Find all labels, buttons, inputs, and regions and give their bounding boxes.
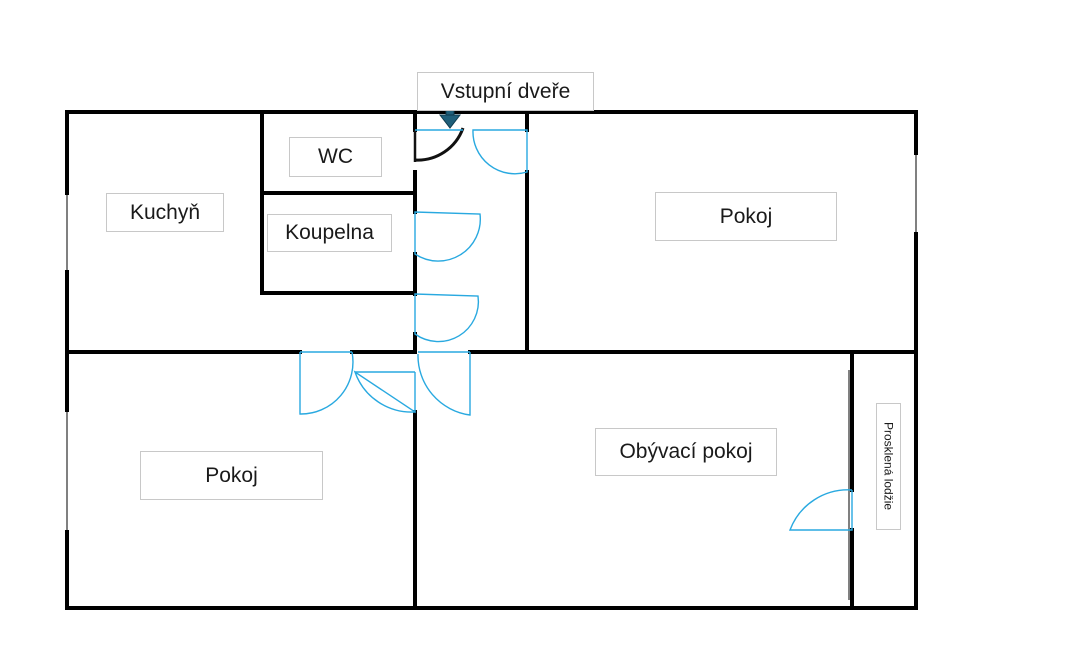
- entrance-door-swing: [414, 127, 465, 162]
- window-frames: [66, 155, 917, 600]
- label-room-bottom-left: Pokoj: [140, 451, 323, 500]
- label-loggia: Prosklená lodžie: [876, 403, 901, 530]
- label-wc: WC: [289, 137, 382, 177]
- door-living-room: [417, 352, 471, 416]
- walls: [65, 110, 918, 610]
- door-hall-left-lower: [353, 370, 416, 414]
- door-loggia: [788, 489, 853, 531]
- label-bathroom: Koupelna: [267, 214, 392, 252]
- door-bathroom: [414, 211, 482, 262]
- label-room-top-right: Pokoj: [655, 192, 837, 241]
- label-kitchen: Kuchyň: [106, 193, 224, 232]
- label-entrance: Vstupní dveře: [417, 72, 594, 111]
- entrance-door: [413, 127, 465, 162]
- label-living-room: Obývací pokoj: [595, 428, 777, 476]
- door-hall-top-right: [472, 129, 528, 175]
- doors: [299, 129, 853, 531]
- door-kitchen: [414, 293, 480, 343]
- door-bottom-left-room: [299, 351, 354, 415]
